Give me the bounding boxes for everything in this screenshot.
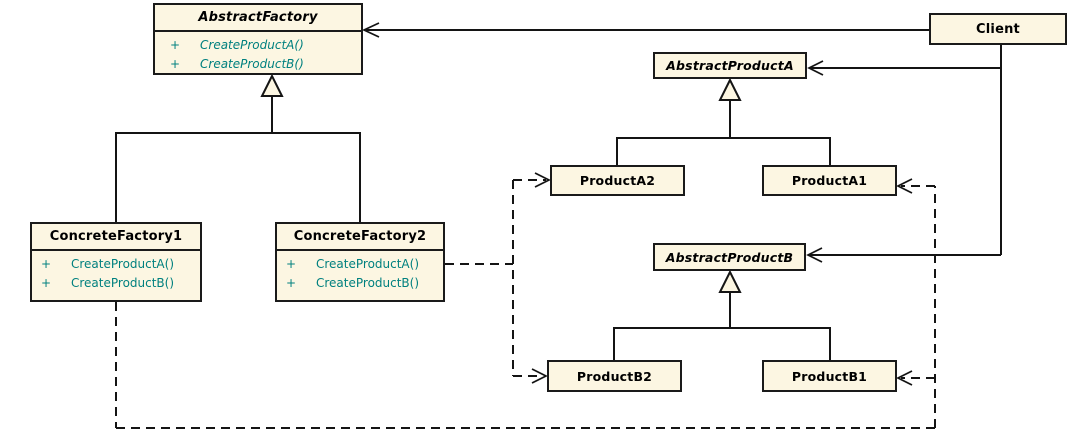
method-signature: CreateProductA() [200,38,304,52]
class-product-a2[interactable]: ProductA2 [550,165,685,196]
method-visibility: + [41,257,52,271]
method-visibility: + [286,257,297,271]
class-product-a1[interactable]: ProductA1 [762,165,897,196]
generalization-factories [115,73,361,222]
open-arrow-icon [807,60,824,76]
generalization-products-b [613,269,831,360]
class-title: ProductB2 [576,368,653,384]
class-methods: + CreateProductA() + CreateProductB() [277,251,443,292]
hollow-triangle-icon [260,73,284,97]
method-row: + CreateProductA() [286,256,439,273]
open-arrow-icon [896,370,913,386]
hollow-triangle-icon [718,77,742,101]
association-client-abstractproductb [806,247,1001,263]
method-row: + CreateProductA() [41,256,196,273]
method-signature: CreateProductB() [316,276,420,290]
open-arrow-icon [531,368,548,384]
association-client-abstractproducta [807,60,1001,76]
class-title: Client [976,21,1020,37]
dependency-concretefactory2-products [445,172,551,384]
class-title: ProductA1 [791,173,868,188]
method-visibility: + [170,38,181,52]
open-arrow-icon [534,172,551,188]
association-client-abstractfactory [361,22,929,38]
method-signature: CreateProductB() [200,57,304,71]
hollow-triangle-icon [718,269,742,293]
class-abstract-factory[interactable]: AbstractFactory + CreateProductA() + Cre… [153,3,363,75]
method-visibility: + [170,57,181,71]
class-product-b2[interactable]: ProductB2 [547,360,682,392]
dependency-concretefactory1-products [115,178,936,429]
open-arrow-icon [361,22,380,38]
method-signature: CreateProductA() [71,257,175,271]
method-row: + CreateProductB() [41,275,196,292]
class-title: AbstractFactory [155,5,361,32]
class-concrete-factory2[interactable]: ConcreteFactory2 + CreateProductA() + Cr… [275,222,445,302]
class-title: AbstractProductB [665,249,794,265]
class-abstract-product-b[interactable]: AbstractProductB [653,243,806,271]
class-product-b1[interactable]: ProductB1 [762,360,897,392]
method-row: + CreateProductB() [170,56,357,73]
class-title: ProductB1 [791,368,868,384]
open-arrow-icon [896,178,913,194]
class-methods: + CreateProductA() + CreateProductB() [32,251,200,292]
method-signature: CreateProductB() [71,276,175,290]
method-row: + CreateProductA() [170,37,357,54]
class-abstract-product-a[interactable]: AbstractProductA [653,52,807,79]
class-title: AbstractProductA [666,58,794,73]
class-client[interactable]: Client [929,13,1067,45]
class-title: ConcreteFactory1 [32,224,200,251]
class-title: ProductA2 [579,173,656,188]
class-concrete-factory1[interactable]: ConcreteFactory1 + CreateProductA() + Cr… [30,222,202,302]
method-visibility: + [286,276,297,290]
open-arrow-icon [806,247,823,263]
method-row: + CreateProductB() [286,275,439,292]
generalization-products-a [616,77,831,165]
method-signature: CreateProductA() [316,257,420,271]
method-visibility: + [41,276,52,290]
class-methods: + CreateProductA() + CreateProductB() [155,32,361,73]
class-title: ConcreteFactory2 [277,224,443,251]
